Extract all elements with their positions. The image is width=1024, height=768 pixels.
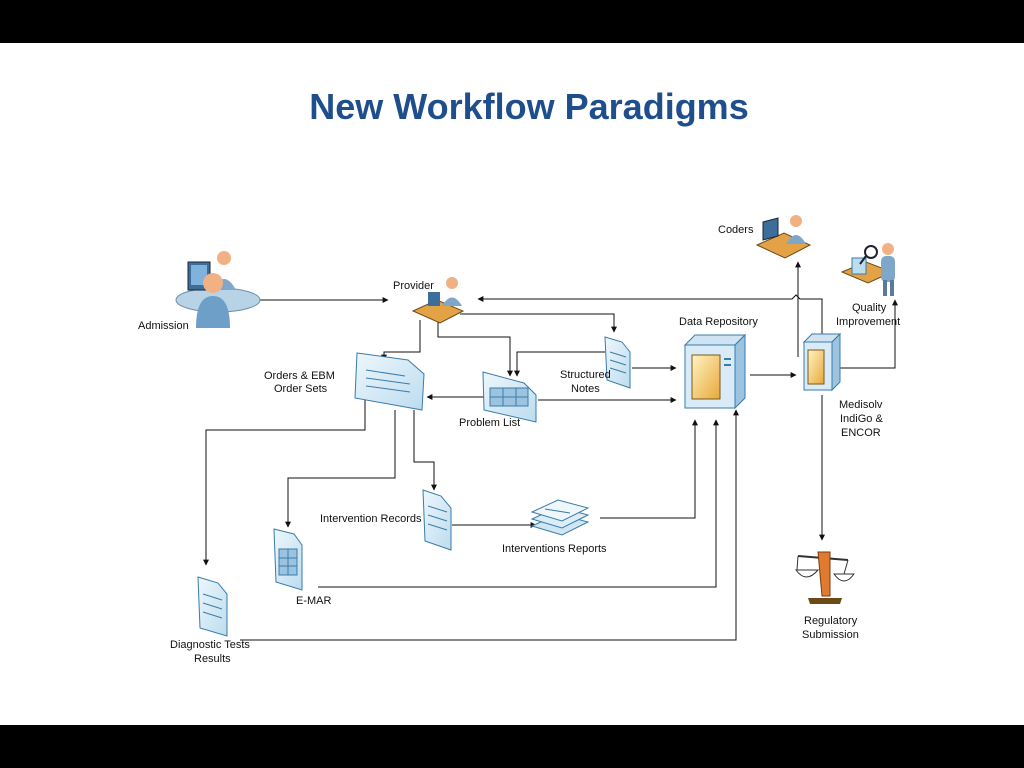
intervention-records-label: Intervention Records <box>320 513 422 525</box>
interventions-reports-stack-icon <box>530 499 590 536</box>
admission-label: Admission <box>138 320 189 332</box>
coders-label: Coders <box>718 224 754 236</box>
structured-to-problemlist-arrow <box>514 351 605 377</box>
emar-label: E-MAR <box>296 595 332 607</box>
data-repository-server-icon <box>683 333 747 410</box>
quality-improvement-icon <box>840 243 895 296</box>
top-letterbox-bar <box>0 0 1024 43</box>
orders-label-line1: Orders & EBM <box>264 370 335 382</box>
problem-list-document-icon <box>482 371 537 423</box>
diagnostic-to-repository-arrow <box>240 409 739 641</box>
diagnostic-label-line1: Diagnostic Tests <box>170 639 250 651</box>
provider-label: Provider <box>393 280 434 292</box>
medisolv-label-line1: Medisolv <box>839 399 883 411</box>
orders-to-interventions-arrow <box>413 410 437 491</box>
admission-icon <box>175 251 261 328</box>
emar-to-repository-arrow <box>318 419 719 588</box>
orders-document-icon <box>354 352 425 411</box>
diagram-labels: Admission Provider Coders Quality Improv… <box>138 224 900 665</box>
orders-to-emar-arrow <box>285 410 396 528</box>
medisolv-to-provider-arrow <box>477 294 823 340</box>
intervention-records-document-icon <box>422 489 452 551</box>
diagnostic-label-line2: Results <box>194 653 231 665</box>
provider-to-structured-arrow <box>460 313 617 333</box>
provider-to-orders-arrow <box>381 320 421 361</box>
quality-label-line1: Quality <box>852 302 887 314</box>
medisolv-to-quality-arrow <box>840 299 898 369</box>
regulatory-label-line2: Submission <box>802 629 859 641</box>
regulatory-label-line1: Regulatory <box>804 615 858 627</box>
structured-notes-document-icon <box>604 336 631 389</box>
medisolv-label-line3: ENCOR <box>841 427 881 439</box>
problem-list-label: Problem List <box>459 417 520 429</box>
provider-icon <box>411 277 465 324</box>
structured-notes-label-line2: Notes <box>571 383 600 395</box>
page-title: New Workflow Paradigms <box>309 86 749 127</box>
emar-document-icon <box>273 528 303 591</box>
provider-to-problemlist-arrow <box>437 320 513 377</box>
quality-label-line2: Improvement <box>836 316 900 328</box>
interventions-reports-label: Interventions Reports <box>502 543 607 555</box>
connectors <box>203 261 898 641</box>
diagnostic-tests-document-icon <box>197 576 228 637</box>
coders-icon <box>755 215 812 259</box>
orders-label-line2: Order Sets <box>274 383 328 395</box>
reports-to-repository-arrow <box>600 419 698 519</box>
regulatory-scales-icon <box>795 551 855 604</box>
medisolv-server-icon <box>802 332 842 392</box>
data-repository-label: Data Repository <box>679 316 758 328</box>
bottom-letterbox-bar <box>0 725 1024 768</box>
orders-to-diagnostic-arrow <box>203 400 366 566</box>
structured-notes-label-line1: Structured <box>560 369 611 381</box>
medisolv-label-line2: IndiGo & <box>840 413 883 425</box>
